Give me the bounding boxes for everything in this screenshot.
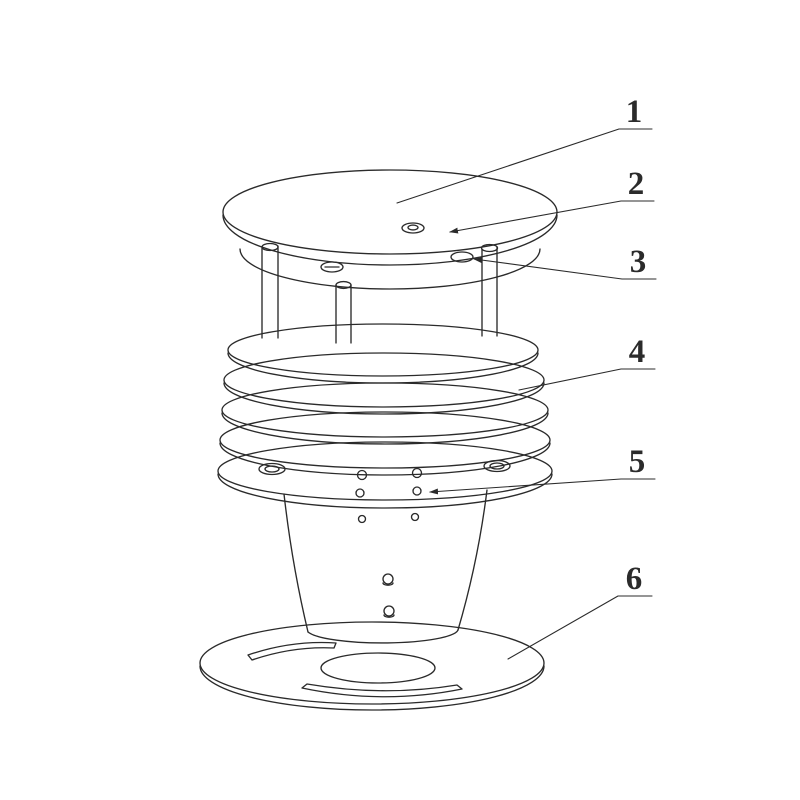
callout-4-leader — [518, 368, 656, 391]
callout-2-leader — [449, 200, 655, 234]
base-rim-edge — [199, 665, 545, 711]
callout-3-leader — [473, 257, 657, 280]
screw-left — [320, 261, 344, 273]
callout-1-label: 1 — [626, 94, 643, 130]
callout-6-leader — [507, 595, 653, 660]
sensor-port-inner — [407, 224, 419, 231]
mounting-slot-bottom — [301, 683, 463, 698]
callout-numbers: 1 2 3 4 5 6 — [626, 94, 647, 597]
cap-top-outline — [222, 169, 558, 255]
callout-3-label: 3 — [630, 244, 647, 280]
louver-plate — [219, 411, 551, 476]
center-peg — [382, 573, 394, 585]
center-peg-base — [382, 582, 394, 586]
mounting-slot-left — [247, 641, 337, 661]
vent-hole — [410, 512, 420, 522]
callout-2-label: 2 — [628, 166, 645, 202]
lower-body — [283, 467, 488, 644]
post-left — [261, 242, 279, 339]
center-peg-base — [383, 614, 395, 618]
louver-collar — [217, 441, 553, 509]
callout-4-label: 4 — [629, 334, 646, 370]
screw-right — [450, 251, 474, 263]
top-cap — [222, 169, 558, 290]
callout-5-leader — [429, 478, 656, 495]
callout-6-label: 6 — [626, 561, 643, 597]
vent-hole — [411, 467, 423, 479]
base-outline — [199, 621, 545, 705]
collar-hole-left-inner — [264, 465, 280, 473]
vent-hole — [357, 514, 367, 524]
post-right — [480, 243, 499, 337]
base-plate — [199, 621, 545, 711]
sensor-port — [401, 222, 425, 234]
cap-rim-edge — [222, 214, 558, 266]
louver-plate — [221, 382, 549, 445]
body-bottom-edge — [307, 629, 459, 644]
collar-hole-right — [483, 459, 511, 473]
collar-hole-right-inner — [489, 462, 505, 470]
vent-hole — [356, 469, 368, 481]
body-left-edge — [283, 493, 309, 633]
body-right-edge — [457, 489, 488, 631]
vent-hole — [412, 486, 422, 496]
center-peg — [383, 605, 395, 617]
louver-stack — [217, 323, 553, 509]
callout-5-label: 5 — [629, 444, 646, 480]
vent-hole — [355, 488, 365, 498]
post-middle — [335, 280, 352, 344]
callout-1-leader — [396, 128, 653, 204]
callout-leaders — [396, 128, 657, 660]
collar-hole-left — [258, 462, 286, 476]
base-center-hole — [320, 652, 436, 684]
cap-underside-edge — [239, 248, 541, 290]
